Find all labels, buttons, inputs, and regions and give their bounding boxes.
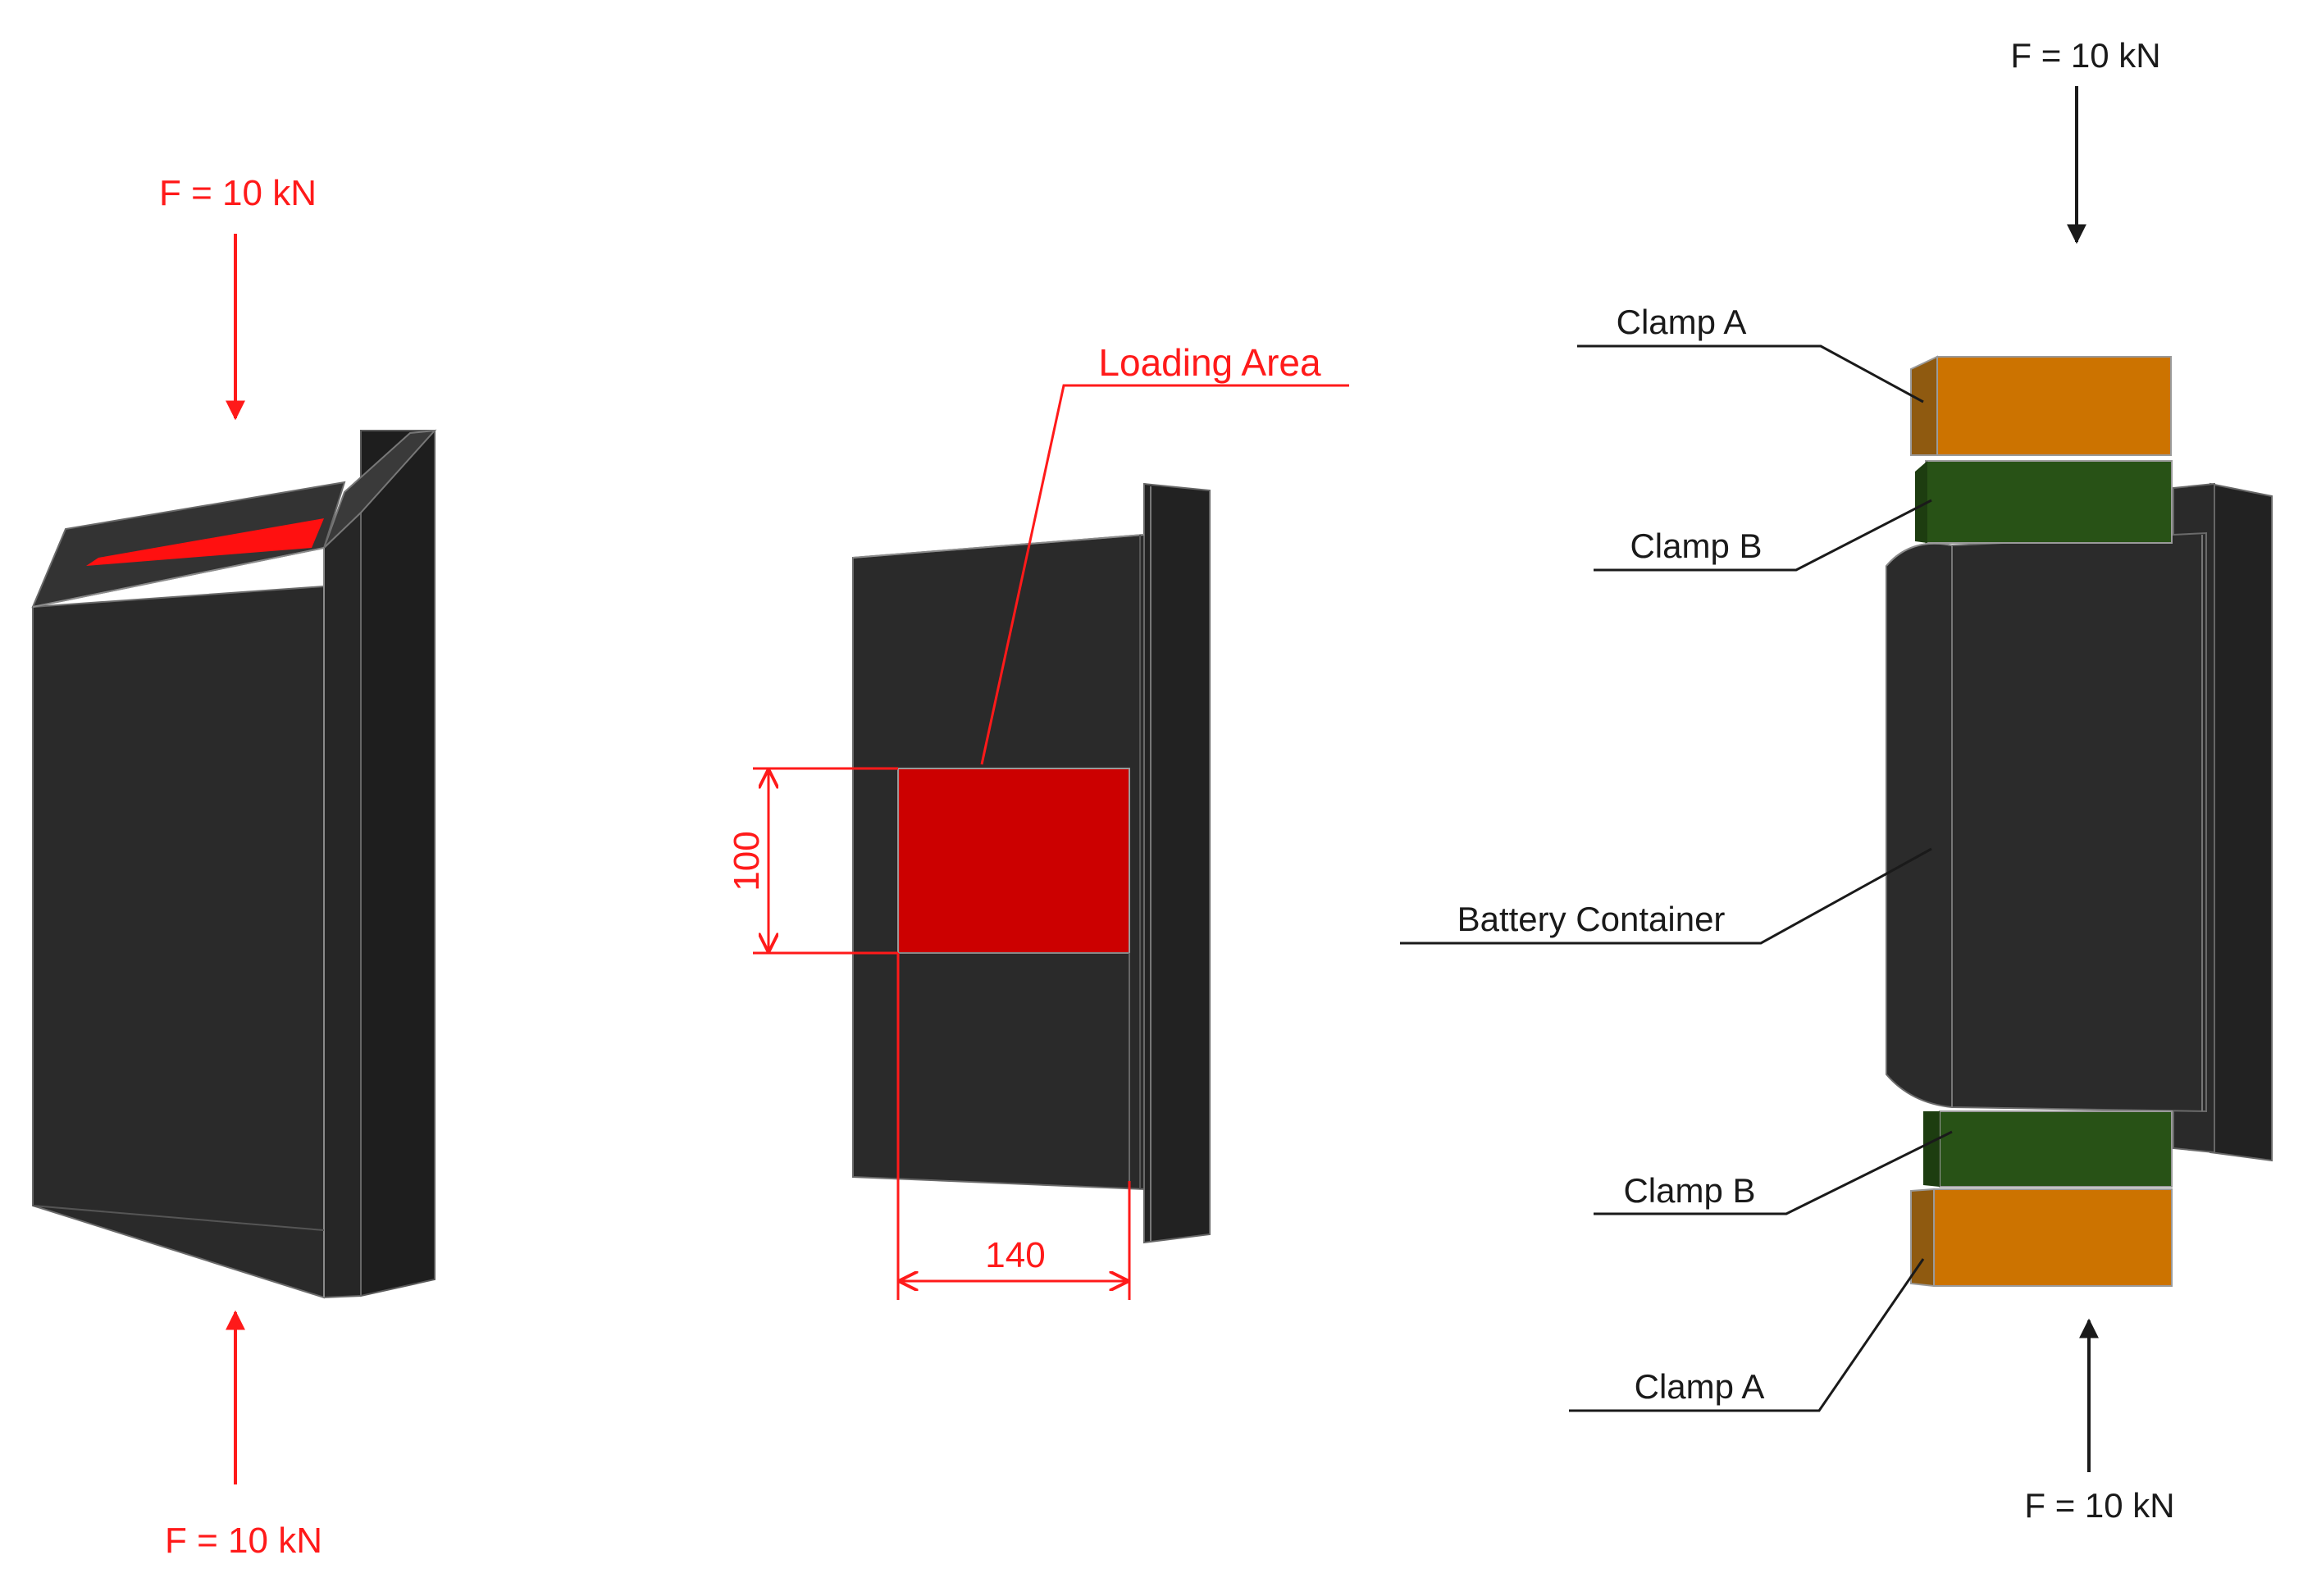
clamp-b-bottom-label: Clamp B [1623, 1171, 1755, 1210]
width-dimension: 140 [896, 953, 1131, 1300]
left-bottom-force-label: F = 10 kN [165, 1521, 322, 1561]
left-top-loading-area [86, 518, 324, 566]
clamp-b-bottom [1939, 1110, 2173, 1188]
right-battery-view: F = 10 kN Clamp A Clamp B Battery Contai… [1400, 36, 2273, 1525]
clamp-a-top-leader [1577, 344, 1924, 404]
clamp-b-bottom-leader [1594, 1130, 1953, 1215]
right-top-force-label: F = 10 kN [2010, 36, 2160, 75]
width-dimension-label: 140 [985, 1235, 1045, 1275]
battery-container-body [1886, 531, 2207, 1113]
loading-area-leader [980, 384, 1349, 765]
left-top-force-label: F = 10 kN [159, 173, 317, 213]
clamp-a-bottom [1933, 1188, 2173, 1287]
battery-container-label: Battery Container [1457, 900, 1726, 938]
loading-area-label: Loading Area [1098, 341, 1321, 384]
height-dimension: 100 [727, 767, 898, 955]
battery-container-leader [1400, 847, 1932, 945]
clamp-b-top-label: Clamp B [1630, 527, 1762, 565]
right-bottom-force-label: F = 10 kN [2024, 1486, 2174, 1525]
height-dimension-label: 100 [727, 831, 767, 891]
left-battery-view: F = 10 kN F = 10 kN [31, 173, 437, 1561]
clamp-b-top-leader [1594, 499, 1932, 572]
clamp-a-top-label: Clamp A [1617, 303, 1747, 341]
middle-loading-area [897, 768, 1130, 954]
middle-battery-view: Loading Area 100 140 [727, 341, 1349, 1300]
clamp-b-top [1925, 460, 2173, 544]
clamp-a-top [1936, 356, 2172, 456]
clamp-a-bottom-leader [1569, 1258, 1925, 1412]
clamp-a-bottom-label: Clamp A [1635, 1367, 1765, 1406]
left-battery-body [31, 429, 437, 1299]
